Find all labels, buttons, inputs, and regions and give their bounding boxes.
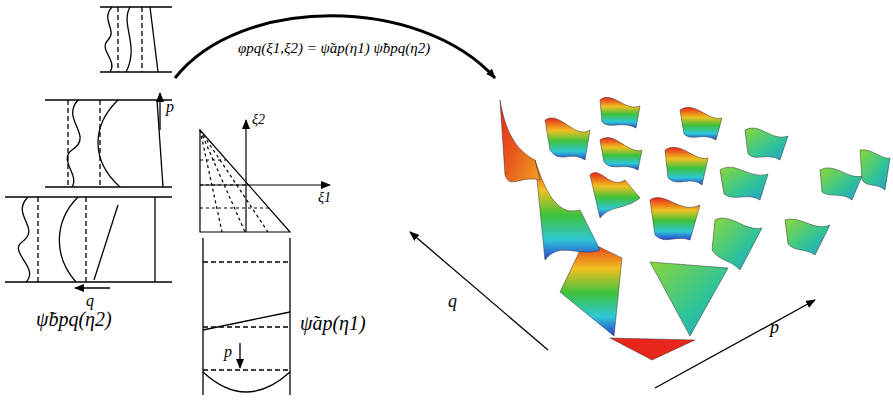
basis-surfaces (500, 97, 890, 360)
index-arrows (410, 232, 815, 388)
basis-function-label: ψ̃ap(η1) (300, 312, 366, 334)
index-label: p (166, 98, 174, 116)
index-label: q (448, 292, 457, 312)
basis-formula: φpq(ξ1,ξ2) = ψ̃ap(η1) ψ̃bpq(η2) (238, 40, 430, 57)
left-basis-panels (5, 7, 172, 288)
basis-function-label: ψ̃bpq(η2) (36, 308, 112, 330)
collapsed-triangle (200, 120, 330, 232)
index-label: p (770, 318, 779, 338)
bottom-basis-panel (203, 238, 290, 395)
index-label: p (224, 343, 232, 361)
mapping-arc (175, 16, 495, 78)
axis-label: ξ2 (252, 112, 265, 127)
axis-label: ξ1 (318, 190, 331, 205)
index-label: q (86, 292, 94, 310)
